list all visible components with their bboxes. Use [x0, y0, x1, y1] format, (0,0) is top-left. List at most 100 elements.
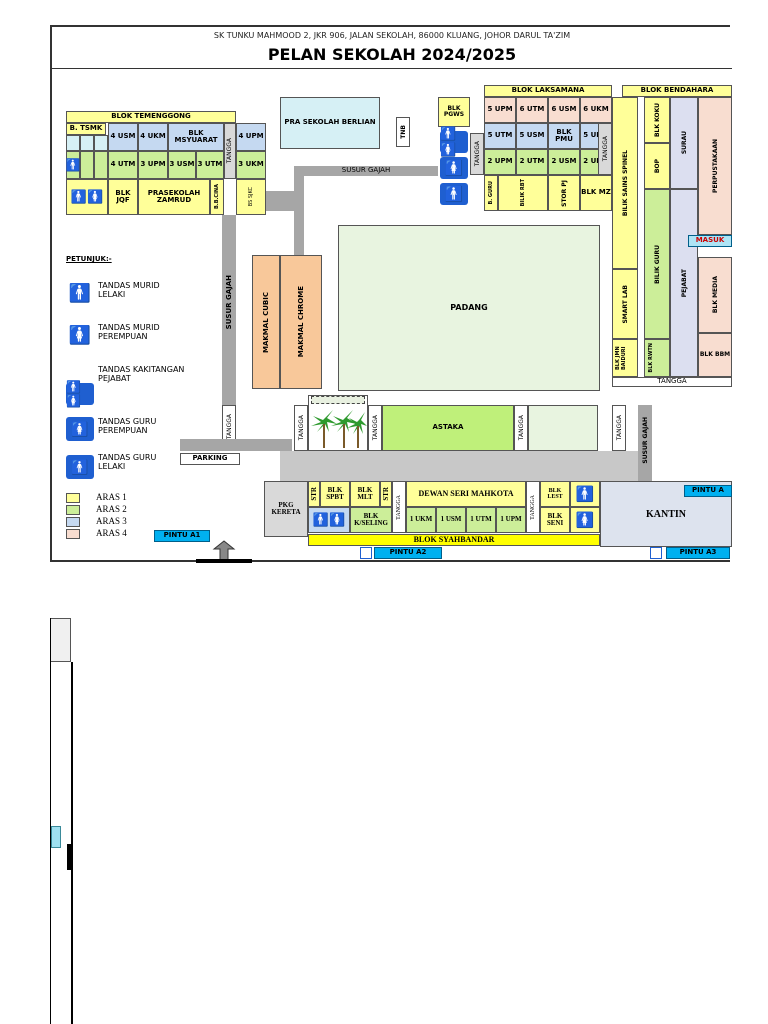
blok-laksamana-label: BLOK LAKSAMANA: [484, 85, 612, 97]
str-label: STR: [382, 487, 390, 501]
legend-murid-perempuan-icon: 🚺: [68, 324, 92, 345]
room-seni: BLK SENI: [540, 507, 570, 533]
tangga-label: TANGGA: [517, 415, 525, 441]
tangga-label: TANGGA: [615, 415, 623, 441]
gate-a2: PINTU A2: [374, 547, 442, 559]
perpustakaan-label: PERPUSTAKAAN: [711, 139, 719, 193]
legend-murid-lelaki-icon: 🚹: [68, 282, 92, 303]
room-lest: BLK LEST: [540, 481, 570, 507]
room-media: BLK MEDIA: [698, 257, 732, 333]
room-sains-spinel: BILIK SAINS SPINEL: [612, 97, 638, 269]
rwtn-label: BLK RWTN: [648, 343, 654, 373]
tnb: TNB: [396, 117, 410, 147]
toilet-guru-syahbandar: 🚹🚺: [308, 507, 350, 533]
storpj-label: STOR PJ: [560, 179, 568, 207]
room-surau: SURAU: [670, 97, 698, 189]
bguru-label: B. GURU: [488, 181, 494, 205]
room-msyuarat: BLK MSYUARAT: [168, 123, 224, 151]
susur-gajah-east: SUSUR GAJAH: [638, 405, 652, 475]
legend-title: PETUNJUK:-: [66, 255, 112, 263]
trees: [308, 395, 368, 451]
room-jmn-baiduri: BLK JMN BAIDURI: [612, 339, 638, 377]
legend-aras4-swatch: [66, 529, 80, 539]
laksamana-tangga-1: TANGGA: [470, 133, 484, 175]
str-label: STR: [310, 487, 318, 501]
room-4upm: 4 UPM: [236, 123, 266, 151]
tangga-syahbandar-w: TANGGA: [392, 481, 406, 533]
room-3utm: 3 UTM: [196, 151, 224, 179]
legend-aras3: ARAS 3: [96, 516, 127, 526]
bilikguru-label: BILIK GURU: [653, 244, 661, 284]
toilet-murid-perempuan-s: 🚺: [570, 507, 600, 533]
room-pmu: BLK PMU: [548, 123, 580, 149]
room-1upm: 1 UPM: [496, 507, 526, 533]
room-5upm: 5 UPM: [484, 97, 516, 123]
tangga-label: TANGGA: [396, 494, 402, 520]
legend-aras3-swatch: [66, 517, 80, 527]
room-mz: BLK MZ: [580, 175, 612, 211]
blok-syahbandar-label: BLOK SYAHBANDAR: [308, 534, 600, 546]
legend-item-0: TANDAS MURID LELAKI: [98, 281, 160, 300]
gate-a3: PINTU A3: [666, 547, 730, 559]
legend-aras1-swatch: [66, 493, 80, 503]
legend-aras4: ARAS 4: [96, 528, 127, 538]
makmal-cubic: MAKMAL CUBIC: [252, 255, 280, 389]
tangga-label: TANGGA: [601, 136, 609, 162]
second-sheet-fragment: [51, 826, 61, 848]
laksamana-stair-right: TANGGA: [598, 123, 612, 175]
tangga-east: TANGGA: [612, 405, 626, 451]
susur-gajah-north: SUSUR GAJAH: [341, 166, 391, 175]
walkway-parking: [180, 439, 292, 451]
room-2upm: 2 UPM: [484, 149, 516, 175]
spinel-label: BILIK SAINS SPINEL: [621, 149, 629, 217]
parking-label: PARKING: [180, 453, 240, 465]
makmal-chrome: MAKMAL CHROME: [280, 255, 322, 389]
room-4ukm: 4 UKM: [138, 123, 168, 151]
room-rwtn: BLK RWTN: [644, 339, 670, 377]
toilet-murid-temenggong: 🚹🚺: [66, 179, 108, 215]
room-mlt: BLK MLT: [350, 481, 380, 507]
room-2utm: 2 UTM: [516, 149, 548, 175]
legend-aras1: ARAS 1: [96, 492, 127, 502]
room-bs-sjkc: BS SJKC: [236, 179, 266, 215]
map-sheet: SK TUNKU MAHMOOD 2, JKR 906, JALAN SEKOL…: [50, 25, 732, 563]
jmn-label: BLK JMN BAIDURI: [615, 346, 627, 370]
room-bguru: B. GURU: [484, 175, 498, 211]
room-4usm: 4 USM: [108, 123, 138, 151]
susur-gajah-west: SUSUR GAJAH: [222, 267, 236, 337]
susur-gajah-label: SUSUR GAJAH: [641, 416, 649, 464]
room-1utm: 1 UTM: [466, 507, 496, 533]
room-pejabat: PEJABAT: [670, 189, 698, 377]
room-1ukm: 1 UKM: [406, 507, 436, 533]
tangga-label: TANGGA: [530, 494, 536, 520]
room-perpustakaan: PERPUSTAKAAN: [698, 97, 732, 235]
room-6usm: 6 USM: [548, 97, 580, 123]
bssjkc-label: BS SJKC: [248, 187, 254, 207]
tangga-label: TANGGA: [225, 138, 233, 164]
legend-kakitangan-icon: 🚹🚺: [66, 380, 94, 408]
legend-guru-perempuan-icon: 🚺: [66, 417, 94, 441]
cell-blank: [94, 151, 108, 179]
room-3upm: 3 UPM: [138, 151, 168, 179]
tangga-label: TANGGA: [371, 415, 379, 441]
tnb-label: TNB: [399, 125, 407, 139]
tangga-astaka-w: TANGGA: [294, 405, 308, 451]
blok-bendahara-label: BLOK BENDAHARA: [622, 85, 732, 97]
room-str-2: STR: [380, 481, 392, 507]
second-sheet: [50, 618, 73, 1024]
toilet-guru-lelaki-icon: 🚹: [440, 183, 468, 205]
padang: PADANG: [338, 225, 600, 391]
page-title: PELAN SEKOLAH 2024/2025: [267, 44, 517, 64]
astaka: ASTAKA: [382, 405, 514, 451]
temenggong-tangga: TANGGA: [224, 123, 236, 179]
legend-item-4: TANDAS GURU LELAKI: [98, 453, 157, 472]
room-smart-lab: SMART LAB: [612, 269, 638, 339]
walkway-south: [280, 451, 640, 481]
astaka-side: [528, 405, 598, 451]
entrance-arrow-icon: [196, 540, 252, 563]
koku-label: BLK KOKU: [653, 102, 661, 138]
room-2usm: 2 USM: [548, 149, 580, 175]
room-storpj: STOR PJ: [548, 175, 580, 211]
tangga-label: TANGGA: [225, 414, 233, 440]
toilet-lelaki-t: 🚹: [66, 151, 80, 179]
